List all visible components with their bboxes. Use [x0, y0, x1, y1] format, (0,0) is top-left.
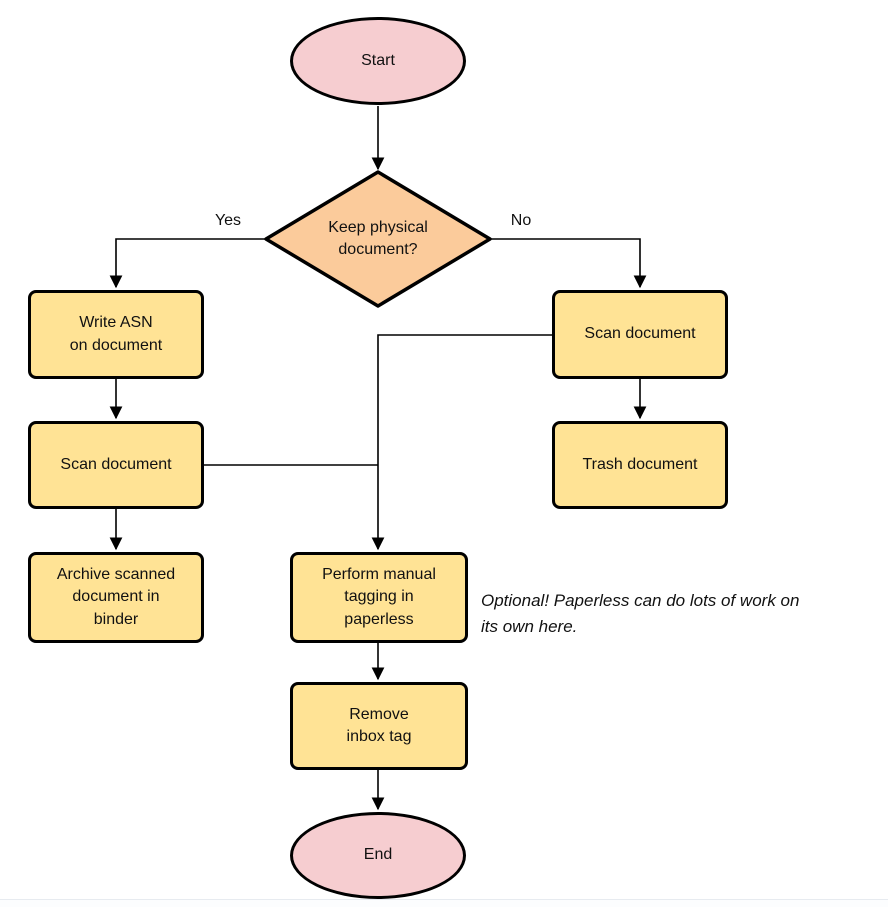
scan-document-right-node: Scan document — [552, 290, 728, 379]
trash-document-label: Trash document — [582, 455, 698, 473]
end-node-label: End — [363, 846, 393, 864]
yes-branch-label: Yes — [214, 212, 242, 229]
scan-document-right-label: Scan document — [584, 325, 696, 343]
remove-inbox-tag-label: Remove inbox tag — [346, 705, 412, 745]
archive-binder-label: Archive scanned document in binder — [56, 566, 176, 628]
write-asn-node: Write ASN on document — [28, 290, 204, 379]
archive-binder-node: Archive scanned document in binder — [28, 552, 204, 643]
scan-document-left-node: Scan document — [28, 421, 204, 509]
manual-tagging-label: Perform manual tagging in paperless — [322, 566, 436, 628]
write-asn-node-label: Write ASN on document — [69, 314, 163, 354]
end-node: End — [290, 812, 466, 899]
scan-document-left-label: Scan document — [60, 455, 172, 473]
page-bottom-area — [0, 900, 888, 907]
page-bottom-divider — [0, 899, 888, 900]
decision-diamond-shape — [264, 170, 492, 308]
start-node: Start — [290, 17, 466, 105]
decision-keep-physical-node: Keep physical document? — [263, 169, 493, 309]
manual-tagging-node: Perform manual tagging in paperless — [290, 552, 468, 643]
optional-note: Optional! Paperless can do lots of work … — [481, 591, 800, 636]
decision-node-label: Keep physical document? — [328, 218, 428, 258]
remove-inbox-tag-node: Remove inbox tag — [290, 682, 468, 770]
no-branch-label: No — [510, 212, 532, 229]
start-node-label: Start — [361, 51, 395, 69]
trash-document-node: Trash document — [552, 421, 728, 509]
